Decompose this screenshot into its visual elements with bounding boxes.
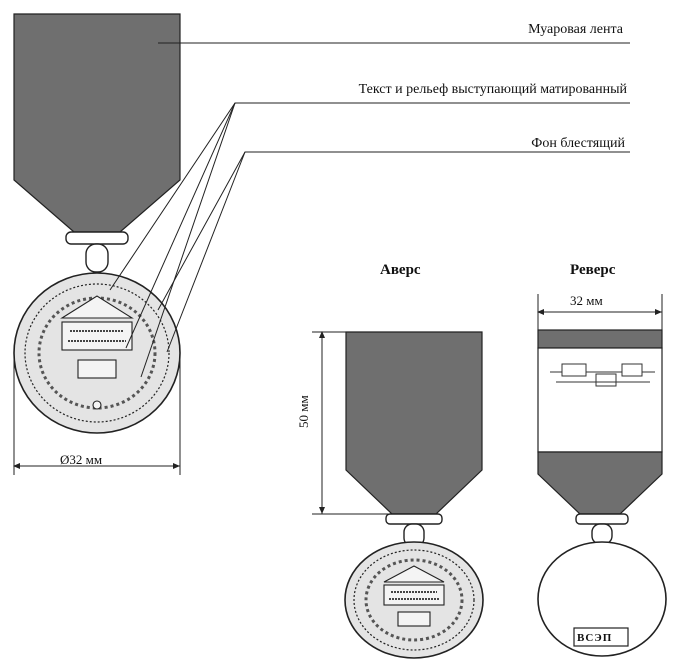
avers-ribbon-bar	[385, 513, 443, 525]
revers-medal-body	[537, 541, 667, 657]
label-width: 32 мм	[570, 293, 603, 308]
label-height: 50 мм	[296, 395, 311, 428]
dim-width	[537, 294, 663, 330]
large-ring	[85, 243, 109, 273]
large-medal-book	[77, 359, 117, 379]
large-ribbon	[13, 13, 181, 233]
avers-medal-rim	[353, 549, 475, 651]
label-revers: Реверс	[570, 262, 616, 278]
large-ribbon-bar	[65, 231, 129, 245]
revers-stamp-box	[573, 627, 629, 647]
revers-ribbon-bar	[575, 513, 629, 525]
avers-medal-wreath	[364, 558, 464, 642]
label-ribbon: Муаровая лента	[528, 22, 623, 37]
revers-medal	[537, 329, 667, 657]
revers-pin-panel	[537, 347, 663, 453]
leader-text-relief-2	[125, 102, 236, 349]
label-background: Фон блестящий	[531, 136, 625, 151]
leader-text-relief	[109, 102, 630, 291]
callout-lines	[109, 42, 630, 378]
pin-clasp	[550, 363, 655, 387]
dim-diameter	[13, 360, 181, 475]
revers-ring	[591, 523, 613, 545]
avers-medal-book	[397, 611, 431, 627]
avers-medal-pediment	[383, 565, 445, 583]
label-diameter: Ø32 мм	[60, 452, 103, 467]
label-avers: Аверс	[380, 262, 421, 278]
leader-background-2	[166, 151, 246, 353]
large-medal-rim	[24, 283, 170, 423]
avers-medal	[344, 331, 484, 659]
leader-text-relief-3	[140, 102, 236, 378]
dim-height	[312, 331, 392, 515]
large-medal-plate	[61, 321, 133, 351]
leader-background	[157, 151, 630, 311]
revers-top-band	[537, 329, 663, 349]
avers-ribbon	[345, 331, 483, 515]
revers-ribbon	[537, 451, 663, 515]
large-medal-pediment	[60, 295, 134, 319]
label-stamp: ВСЭП	[577, 632, 613, 644]
label-text-relief: Текст и рельеф выступающий матированный	[358, 82, 627, 97]
large-medal-star	[92, 400, 102, 410]
large-medal	[13, 13, 181, 434]
avers-medal-plate	[383, 584, 445, 606]
